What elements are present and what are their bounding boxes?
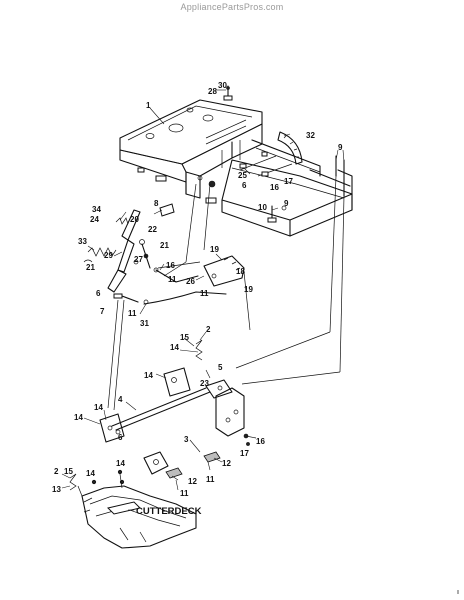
callout-19-lower: 19: [244, 285, 253, 294]
rear-subframe: [205, 139, 353, 237]
callout-26: 26: [186, 277, 195, 286]
callout-6-left: 6: [96, 289, 101, 298]
callout-15: 15: [180, 333, 189, 342]
callout-11-left: 11: [128, 309, 137, 318]
callout-5: 5: [218, 363, 223, 372]
callout-17-right: 17: [240, 449, 249, 458]
callout-19: 19: [210, 245, 219, 254]
lift-linkage: [83, 183, 245, 305]
callout-32: 32: [306, 131, 315, 140]
callout-11-deck: 11: [180, 489, 189, 498]
callout-25: 25: [238, 171, 247, 180]
callout-13: 13: [52, 485, 61, 494]
callout-8: 8: [154, 199, 159, 208]
callout-11-mid: 11: [200, 289, 209, 298]
callout-14-lower: 14: [86, 469, 95, 478]
callout-leader-lines: [61, 107, 345, 511]
callout-16: 16: [270, 183, 279, 192]
callout-9: 9: [338, 143, 343, 152]
callout-14-mid: 14: [144, 371, 153, 380]
callout-2-lower: 2: [54, 467, 59, 476]
callout-21: 21: [160, 241, 169, 250]
callout-14-deck: 14: [116, 459, 125, 468]
callout-12-right: 12: [222, 459, 231, 468]
callout-14-left: 14: [94, 403, 103, 412]
callout-33: 33: [78, 237, 87, 246]
callout-14-farleft: 14: [74, 413, 83, 422]
callout-3: 3: [184, 435, 189, 444]
cutterdeck: [81, 485, 197, 549]
watermark: AppliancePartsPros.com: [180, 2, 284, 12]
callout-21-lower: 21: [86, 263, 95, 272]
callout-6: 6: [242, 181, 247, 190]
callout-11: 11: [168, 275, 177, 284]
callout-12: 12: [188, 477, 197, 486]
part-callouts: 1 30 28 32 9 25 16 17 6 10 9 34 24 8 20 …: [52, 81, 343, 498]
callout-15-lower: 15: [64, 467, 73, 476]
callout-9-lower: 9: [284, 199, 289, 208]
callout-14: 14: [170, 343, 179, 352]
tie-rods: [107, 175, 345, 411]
callout-27: 27: [134, 255, 143, 264]
callout-30: 30: [218, 81, 227, 90]
callout-2: 2: [206, 325, 211, 334]
callout-20: 20: [130, 215, 139, 224]
callout-11-deck-right: 11: [206, 475, 215, 484]
lift-shaft-assembly: [99, 339, 257, 479]
callout-16-mid: 16: [166, 261, 175, 270]
callout-24: 24: [90, 215, 99, 224]
callout-22: 22: [148, 225, 157, 234]
callout-1: 1: [146, 101, 151, 110]
main-frame: [119, 85, 303, 199]
callout-34: 34: [92, 205, 101, 214]
callout-28: 28: [208, 87, 217, 96]
callout-16-right: 16: [256, 437, 265, 446]
callout-7: 7: [100, 307, 105, 316]
callout-29: 29: [104, 251, 113, 260]
callout-6-lower: 6: [118, 433, 123, 442]
callout-17: 17: [284, 177, 293, 186]
callout-18: 18: [236, 267, 245, 276]
callout-23: 23: [200, 379, 209, 388]
deck-hardware: [69, 469, 125, 497]
callout-10: 10: [258, 203, 267, 212]
callout-31: 31: [140, 319, 149, 328]
callout-4: 4: [118, 395, 123, 404]
cutterdeck-label: CUTTERDECK: [136, 506, 202, 517]
